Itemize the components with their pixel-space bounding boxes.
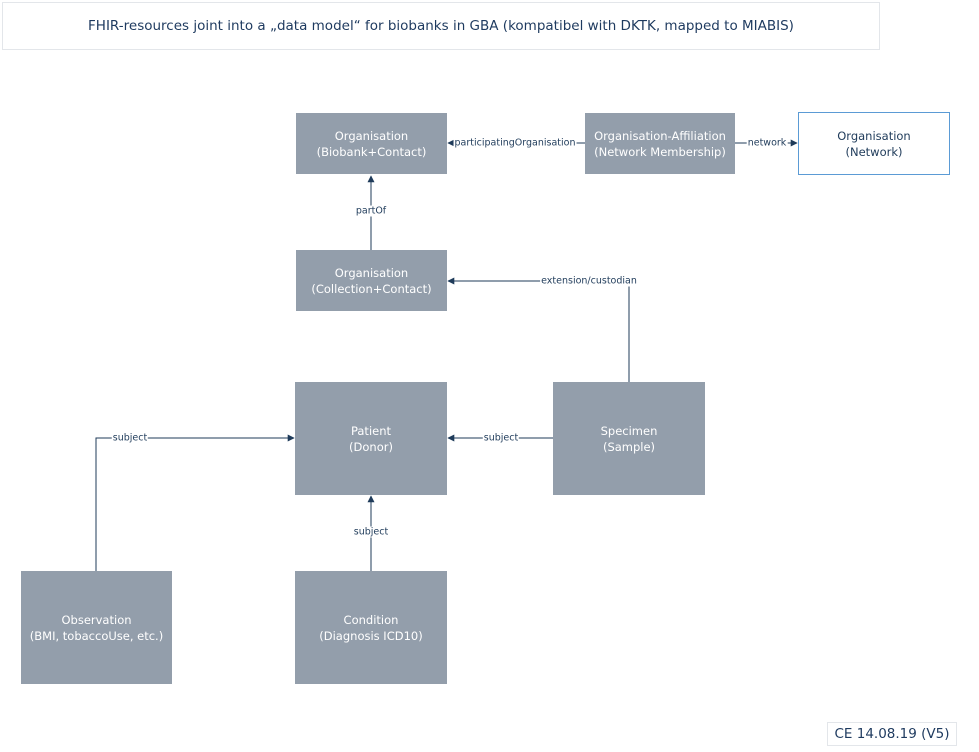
version-stamp: CE 14.08.19 (V5) [827, 722, 957, 746]
node-organisation-network-title: Organisation [837, 128, 911, 143]
edge-observation-subject [95, 434, 295, 571]
edge-label-observation-subject: subject [111, 432, 149, 444]
node-observation[interactable]: Observation (BMI, tobaccoUse, etc.) [21, 571, 172, 684]
node-organisation-affiliation[interactable]: Organisation-Affiliation (Network Member… [585, 113, 735, 174]
node-organisation-collection-title: Organisation [334, 265, 409, 280]
node-patient-title: Patient [350, 423, 392, 438]
node-organisation-affiliation-subtitle: (Network Membership) [594, 144, 726, 159]
node-organisation-collection[interactable]: Organisation (Collection+Contact) [296, 250, 447, 311]
diagram-title-text: FHIR-resources joint into a „data model“… [88, 18, 794, 34]
node-condition-subtitle: (Diagnosis ICD10) [319, 628, 423, 643]
node-organisation-biobank-title: Organisation [334, 128, 409, 143]
node-condition-title: Condition [343, 612, 399, 627]
diagram-title: FHIR-resources joint into a „data model“… [2, 2, 880, 50]
edge-extension-custodian [447, 277, 630, 382]
node-condition[interactable]: Condition (Diagnosis ICD10) [295, 571, 447, 684]
node-patient-subtitle: (Donor) [349, 439, 393, 454]
edge-label-participating-organisation: participatingOrganisation [453, 137, 577, 149]
edge-label-condition-subject: subject [352, 526, 390, 538]
node-organisation-network-subtitle: (Network) [845, 144, 903, 159]
node-patient[interactable]: Patient (Donor) [295, 382, 447, 495]
edge-label-network: network [746, 137, 788, 149]
edge-label-extension-custodian: extension/custodian [540, 275, 638, 287]
edge-label-part-of: partOf [354, 205, 388, 217]
node-observation-title: Observation [61, 612, 132, 627]
version-stamp-text: CE 14.08.19 (V5) [834, 726, 950, 742]
node-organisation-biobank-subtitle: (Biobank+Contact) [316, 144, 427, 159]
node-observation-subtitle: (BMI, tobaccoUse, etc.) [29, 628, 164, 643]
node-specimen-subtitle: (Sample) [602, 439, 656, 454]
node-specimen[interactable]: Specimen (Sample) [553, 382, 705, 495]
node-specimen-title: Specimen [600, 423, 658, 438]
edge-label-specimen-subject: subject [482, 432, 520, 444]
node-organisation-collection-subtitle: (Collection+Contact) [311, 281, 432, 296]
node-organisation-biobank[interactable]: Organisation (Biobank+Contact) [296, 113, 447, 174]
node-organisation-affiliation-title: Organisation-Affiliation [594, 128, 726, 143]
node-organisation-network[interactable]: Organisation (Network) [798, 112, 950, 175]
